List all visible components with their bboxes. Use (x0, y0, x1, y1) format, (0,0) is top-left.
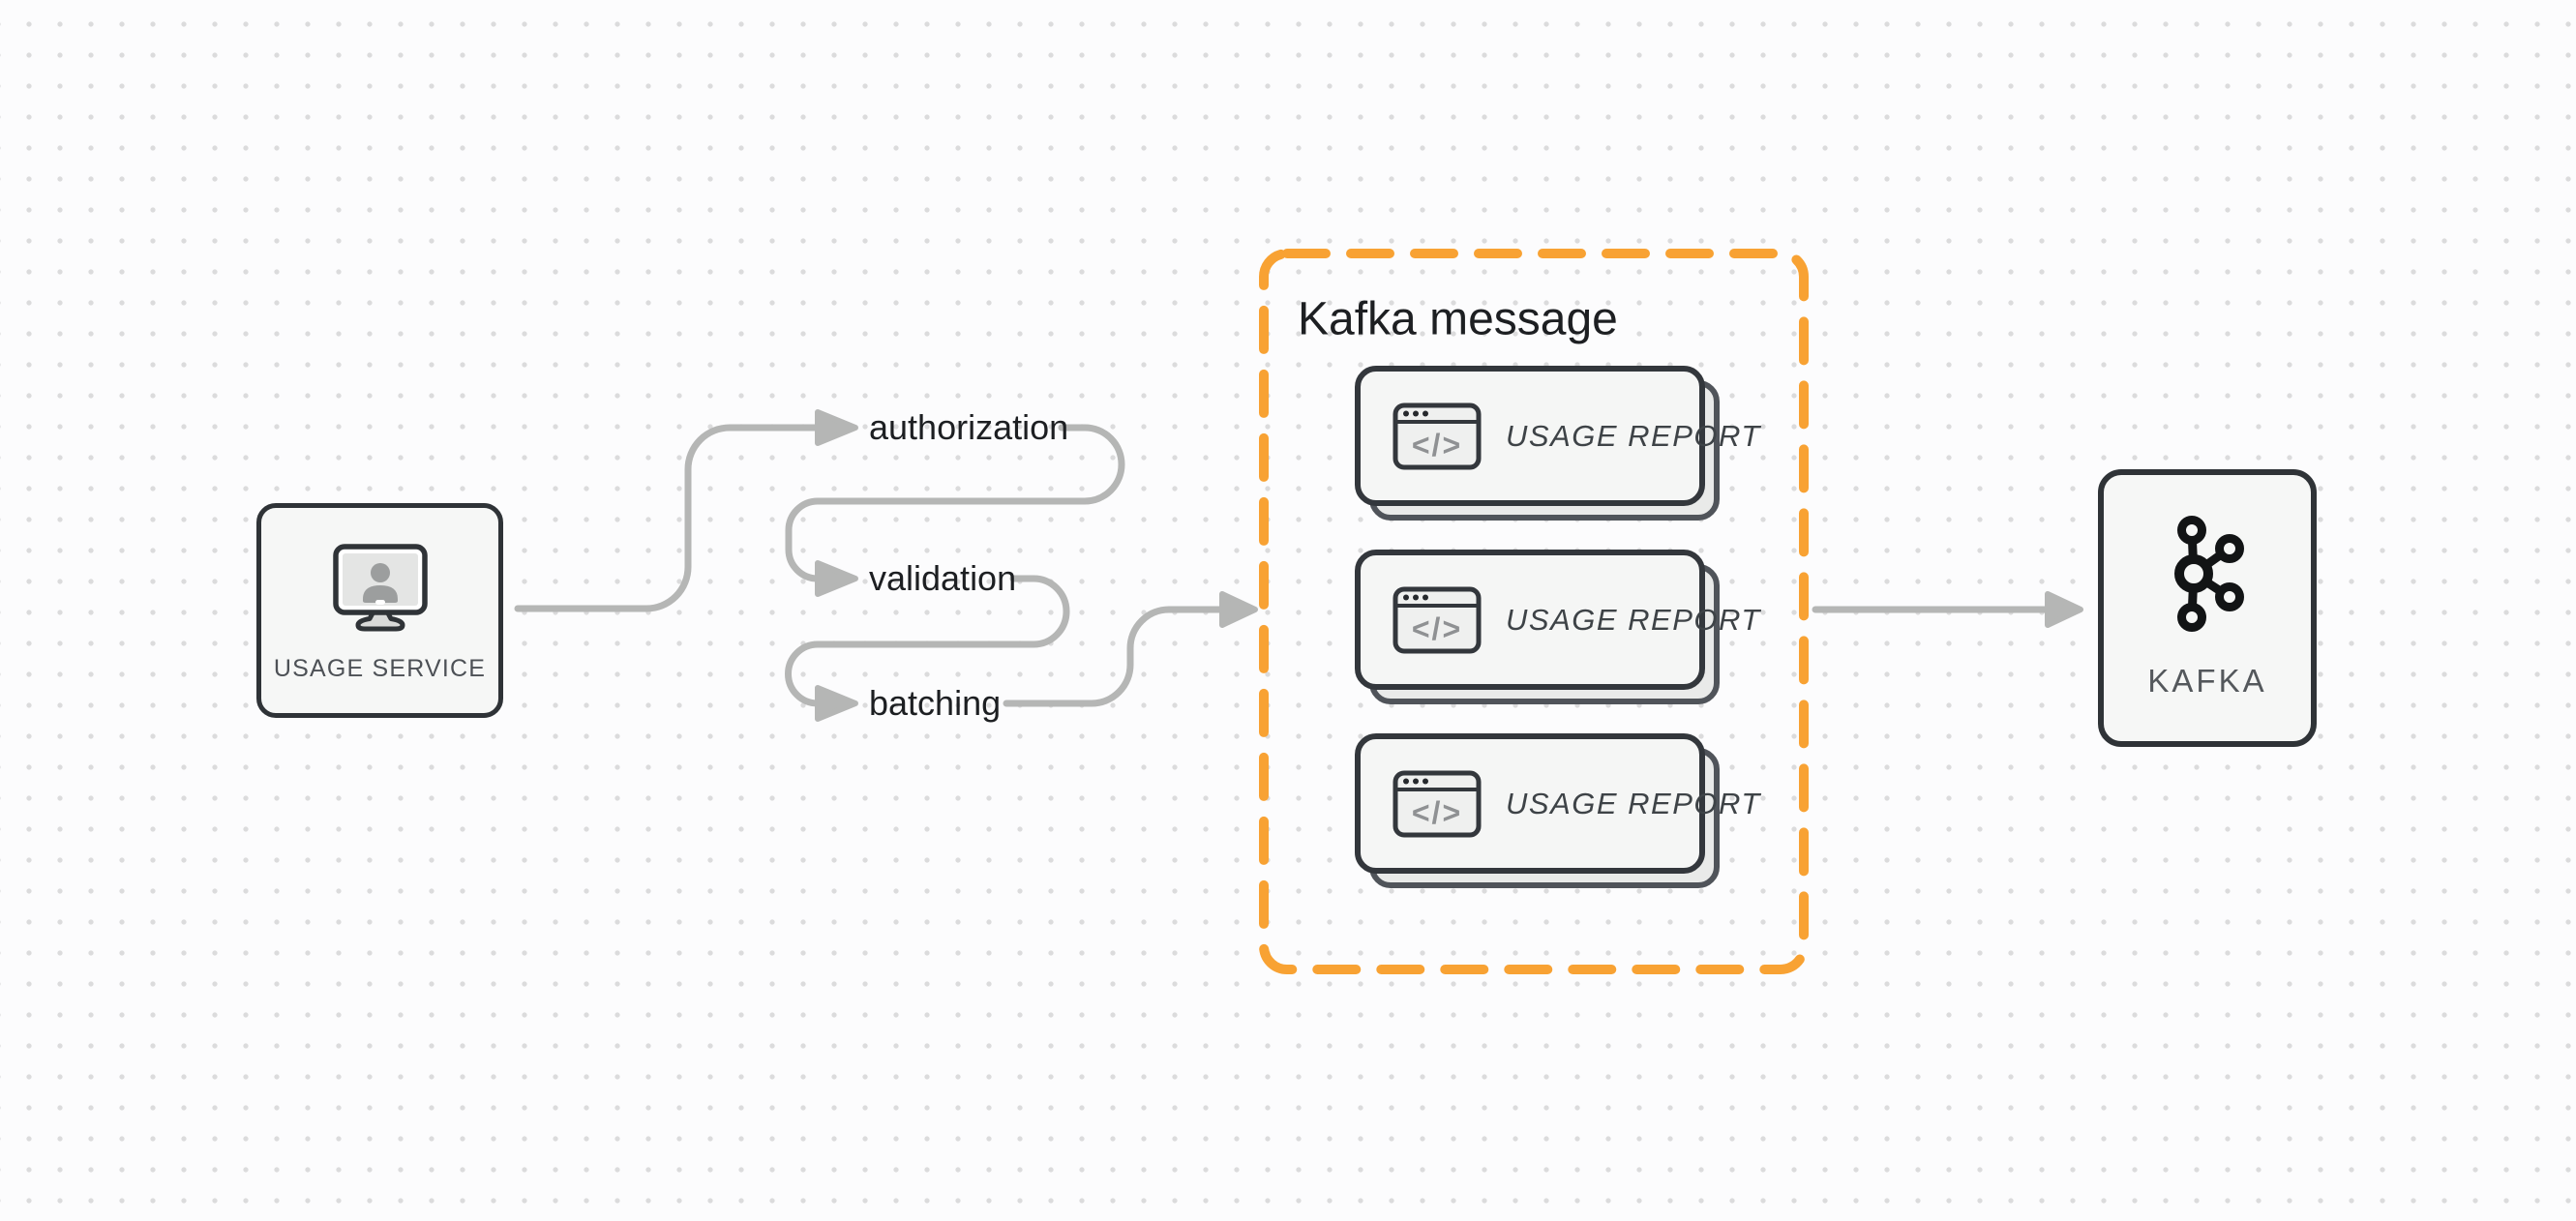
svg-text:</>: </> (1412, 611, 1462, 646)
svg-text:</>: </> (1412, 795, 1462, 830)
card-front: </> USAGE REPORT (1355, 366, 1759, 506)
step-authorization-label: authorization (869, 407, 1069, 447)
usage-report-card: </> USAGE REPORT (1355, 733, 1759, 888)
arrow-right-icon (815, 685, 858, 722)
usage-report-label: USAGE REPORT (1506, 786, 1761, 820)
connector-authorization-to-validation (785, 424, 1125, 582)
monitor-user-icon (332, 544, 428, 632)
kafka-message-group-title: Kafka message (1298, 293, 1618, 345)
connector-validation-to-batching (784, 575, 1070, 707)
code-window-icon: </> (1393, 586, 1482, 653)
arrow-right-icon (1219, 591, 1258, 628)
code-window-icon: </> (1393, 770, 1482, 837)
step-validation-label: validation (869, 558, 1017, 598)
arrow-right-icon (815, 409, 858, 446)
code-window-icon: </> (1393, 402, 1482, 469)
usage-report-card: </> USAGE REPORT (1355, 366, 1759, 521)
kafka-node: KAFKA (2098, 469, 2317, 747)
usage-service-label: USAGE SERVICE (273, 655, 487, 682)
usage-report-card: </> USAGE REPORT (1355, 550, 1759, 704)
connector-batching-to-kafka-message (1003, 606, 1227, 707)
usage-report-label: USAGE REPORT (1506, 418, 1761, 453)
usage-service-node: USAGE SERVICE (256, 503, 503, 718)
arrow-right-icon (815, 560, 858, 597)
connector-usage-to-authorization (514, 424, 820, 612)
usage-report-label: USAGE REPORT (1506, 602, 1761, 637)
card-front: </> USAGE REPORT (1355, 733, 1759, 874)
svg-text:</>: </> (1412, 428, 1462, 462)
arrow-right-icon (2045, 591, 2083, 628)
kafka-message-group-border (1259, 249, 1809, 974)
card-front: </> USAGE REPORT (1355, 550, 1759, 690)
step-batching-label: batching (869, 683, 1002, 723)
kafka-logo-icon (2174, 516, 2244, 632)
kafka-label: KAFKA (2147, 663, 2267, 699)
